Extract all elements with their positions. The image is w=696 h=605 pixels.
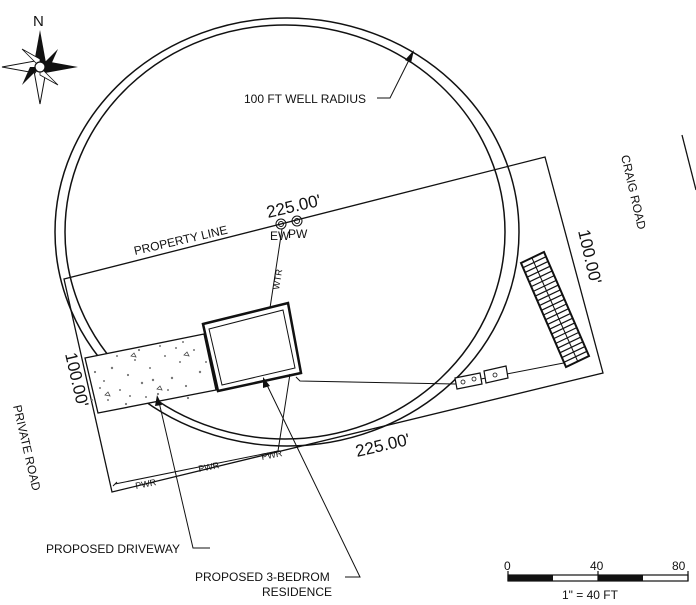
water-line-label: WTR bbox=[271, 268, 284, 290]
leach-trench-line bbox=[537, 289, 561, 302]
leach-trench-line bbox=[539, 294, 563, 307]
property-boundary bbox=[63, 156, 604, 493]
power-label-3: PWR bbox=[260, 448, 283, 462]
scale-tick-0: 0 bbox=[504, 559, 511, 573]
leach-trench-line bbox=[561, 346, 586, 359]
leach-trench-line bbox=[545, 308, 569, 321]
leach-trench-line bbox=[551, 322, 575, 335]
existing-well-icon bbox=[275, 218, 287, 230]
septic-tank bbox=[454, 372, 483, 390]
leader-lines bbox=[158, 57, 411, 578]
dimension-right: 100.00' bbox=[574, 228, 605, 286]
leach-trench-line bbox=[528, 270, 553, 283]
leach-trench-line bbox=[549, 317, 573, 330]
proposed-well-icon bbox=[291, 215, 303, 227]
power-label-1: PWR bbox=[134, 477, 157, 491]
well-radius-circle-inner bbox=[64, 24, 506, 440]
residence-label-line2: RESIDENCE bbox=[262, 585, 332, 599]
driveway-label: PROPOSED DRIVEWAY bbox=[46, 542, 180, 556]
scale-tick-80: 80 bbox=[672, 559, 686, 573]
leach-field bbox=[519, 250, 591, 369]
well-radius-circle-outer bbox=[54, 17, 520, 447]
leach-trench-line bbox=[535, 284, 559, 297]
craig-road-label: CRAIG ROAD bbox=[618, 154, 649, 232]
scale-tick-40: 40 bbox=[590, 559, 604, 573]
scale-bar bbox=[507, 571, 689, 582]
leader-arrowheads bbox=[155, 50, 414, 406]
leach-trench-line bbox=[559, 341, 584, 354]
leach-trench-line bbox=[533, 279, 557, 292]
proposed-driveway bbox=[84, 333, 217, 414]
road-edge-line bbox=[681, 134, 696, 191]
leach-trench-line bbox=[530, 275, 555, 288]
distribution-box bbox=[483, 365, 509, 384]
scale-caption: 1" = 40 FT bbox=[562, 588, 619, 600]
north-label: N bbox=[33, 13, 44, 30]
leach-trench-line bbox=[557, 336, 582, 349]
power-line bbox=[112, 373, 291, 487]
proposed-residence bbox=[201, 301, 303, 393]
leach-trench-line bbox=[541, 298, 565, 311]
leach-trench-line bbox=[526, 265, 551, 278]
leach-trench-line bbox=[547, 312, 571, 325]
sewer-line bbox=[295, 360, 575, 385]
private-road-label: PRIVATE ROAD bbox=[10, 404, 43, 493]
water-line bbox=[269, 228, 283, 309]
well-radius-label: 100 FT WELL RADIUS bbox=[244, 92, 366, 106]
residence-label-line1: PROPOSED 3-BEDROM bbox=[195, 570, 330, 584]
leach-trench-line bbox=[543, 303, 567, 316]
leach-trench-line bbox=[524, 260, 549, 273]
north-arrow-icon bbox=[1, 30, 78, 105]
leach-trench-line bbox=[555, 331, 580, 344]
leach-trench-line bbox=[563, 350, 588, 363]
existing-well-label: EW bbox=[270, 229, 290, 243]
leach-trench-line bbox=[522, 256, 547, 269]
leach-trench-line bbox=[553, 327, 577, 340]
proposed-well-label: PW bbox=[288, 227, 308, 241]
power-label-2: PWR bbox=[197, 460, 220, 474]
